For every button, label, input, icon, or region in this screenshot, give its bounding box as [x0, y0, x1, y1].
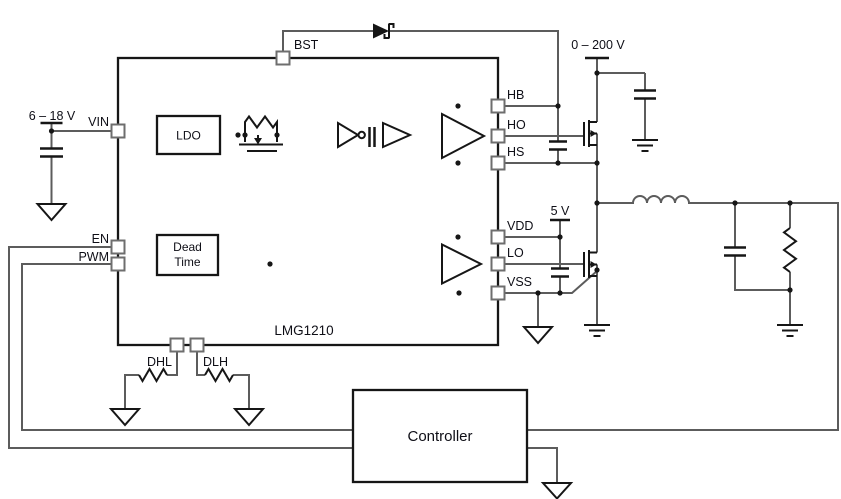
- hs-gate-driver: [441, 112, 487, 160]
- pin-bst: [275, 50, 291, 66]
- pin-label-lo: LO: [507, 246, 524, 260]
- dhl-net: [124, 351, 178, 409]
- dead-time-block: [155, 233, 220, 277]
- ic-part-number: LMG1210: [274, 323, 333, 338]
- load-resistor: [782, 227, 798, 273]
- vdd-row: [504, 221, 561, 293]
- bus-net: [596, 58, 646, 140]
- load-ground: [777, 324, 803, 337]
- bus-capacitor: [634, 89, 656, 100]
- controller-gnd-net: [527, 447, 558, 483]
- controller-ground: [540, 482, 574, 499]
- pin-label-dhl: DHL: [147, 355, 172, 369]
- vdd-capacitor: [551, 267, 569, 278]
- vss-row: [504, 270, 598, 327]
- en-route: [8, 246, 353, 449]
- dhl-ground: [108, 408, 142, 427]
- output-net: [527, 195, 839, 431]
- controller-label: Controller: [407, 428, 472, 445]
- pin-label-hs: HS: [507, 145, 524, 159]
- ldo-block-label: LDO: [176, 129, 201, 143]
- pin-label-pwm: PWM: [78, 250, 109, 264]
- pin-vss: [490, 285, 506, 301]
- dead-time-label-line2: Time: [174, 255, 201, 269]
- pin-pwm: [110, 256, 126, 272]
- output-cap-net: [734, 203, 790, 291]
- output-capacitor: [724, 246, 746, 257]
- pin-dlh: [189, 337, 205, 353]
- high-side-signal-path: [337, 112, 487, 160]
- pin-label-ho: HO: [507, 118, 526, 132]
- bus-cap-ground: [632, 139, 658, 152]
- labels: 6 – 18 V 0 – 200 V 5 V BST VIN EN PWM DH…: [29, 38, 626, 445]
- vin-ground: [35, 203, 68, 222]
- pin-lo: [490, 256, 506, 272]
- controller-block[interactable]: [351, 388, 529, 484]
- dlh-resistor: [204, 367, 234, 383]
- dhl-resistor: [138, 367, 168, 383]
- low-side-fet: [583, 250, 597, 278]
- bootstrap-switch-resistor: [244, 114, 278, 135]
- pin-vin: [110, 123, 126, 139]
- pin-ho: [490, 128, 506, 144]
- pin-label-bst: BST: [294, 38, 319, 52]
- high-side-fet: [583, 120, 597, 147]
- pin-vdd: [490, 229, 506, 245]
- bootstrap-diode: [373, 23, 395, 39]
- ls-gate-driver: [441, 242, 484, 286]
- pin-en: [110, 239, 126, 255]
- hs-inverter-bubble: [357, 130, 366, 140]
- ldo-block: [155, 114, 222, 156]
- hs-inverter: [337, 121, 360, 149]
- vin-supply-net: [50, 124, 112, 204]
- bus-supply-label: 0 – 200 V: [571, 38, 625, 52]
- dlh-ground: [232, 408, 266, 427]
- pin-dhl: [169, 337, 185, 353]
- vin-supply-label: 6 – 18 V: [29, 109, 76, 123]
- bootstrap-switch-fet: [239, 135, 283, 152]
- pin-label-dlh: DLH: [203, 355, 228, 369]
- dlh-net: [196, 351, 250, 409]
- pin-hs: [490, 155, 506, 171]
- bootstrap-capacitor: [549, 140, 567, 151]
- ic-outline: [116, 56, 500, 347]
- pin-label-hb: HB: [507, 88, 524, 102]
- pin-label-vin: VIN: [88, 115, 109, 129]
- pin-label-en: EN: [92, 232, 109, 246]
- vss-ground: [521, 326, 555, 345]
- junction-dots: [48, 70, 793, 296]
- pin-hb: [490, 98, 506, 114]
- pin-label-vss: VSS: [507, 275, 532, 289]
- dead-time-label-line1: Dead: [173, 240, 202, 254]
- hs-buffer: [382, 121, 413, 149]
- vdd-supply-label: 5 V: [551, 204, 570, 218]
- ic-pins: [110, 50, 506, 353]
- pwm-route: [21, 263, 353, 431]
- vin-capacitor: [40, 147, 63, 158]
- levelshift-coupling-capacitors: [368, 127, 376, 147]
- pin-label-vdd: VDD: [507, 219, 533, 233]
- power-stage-ground: [584, 324, 610, 337]
